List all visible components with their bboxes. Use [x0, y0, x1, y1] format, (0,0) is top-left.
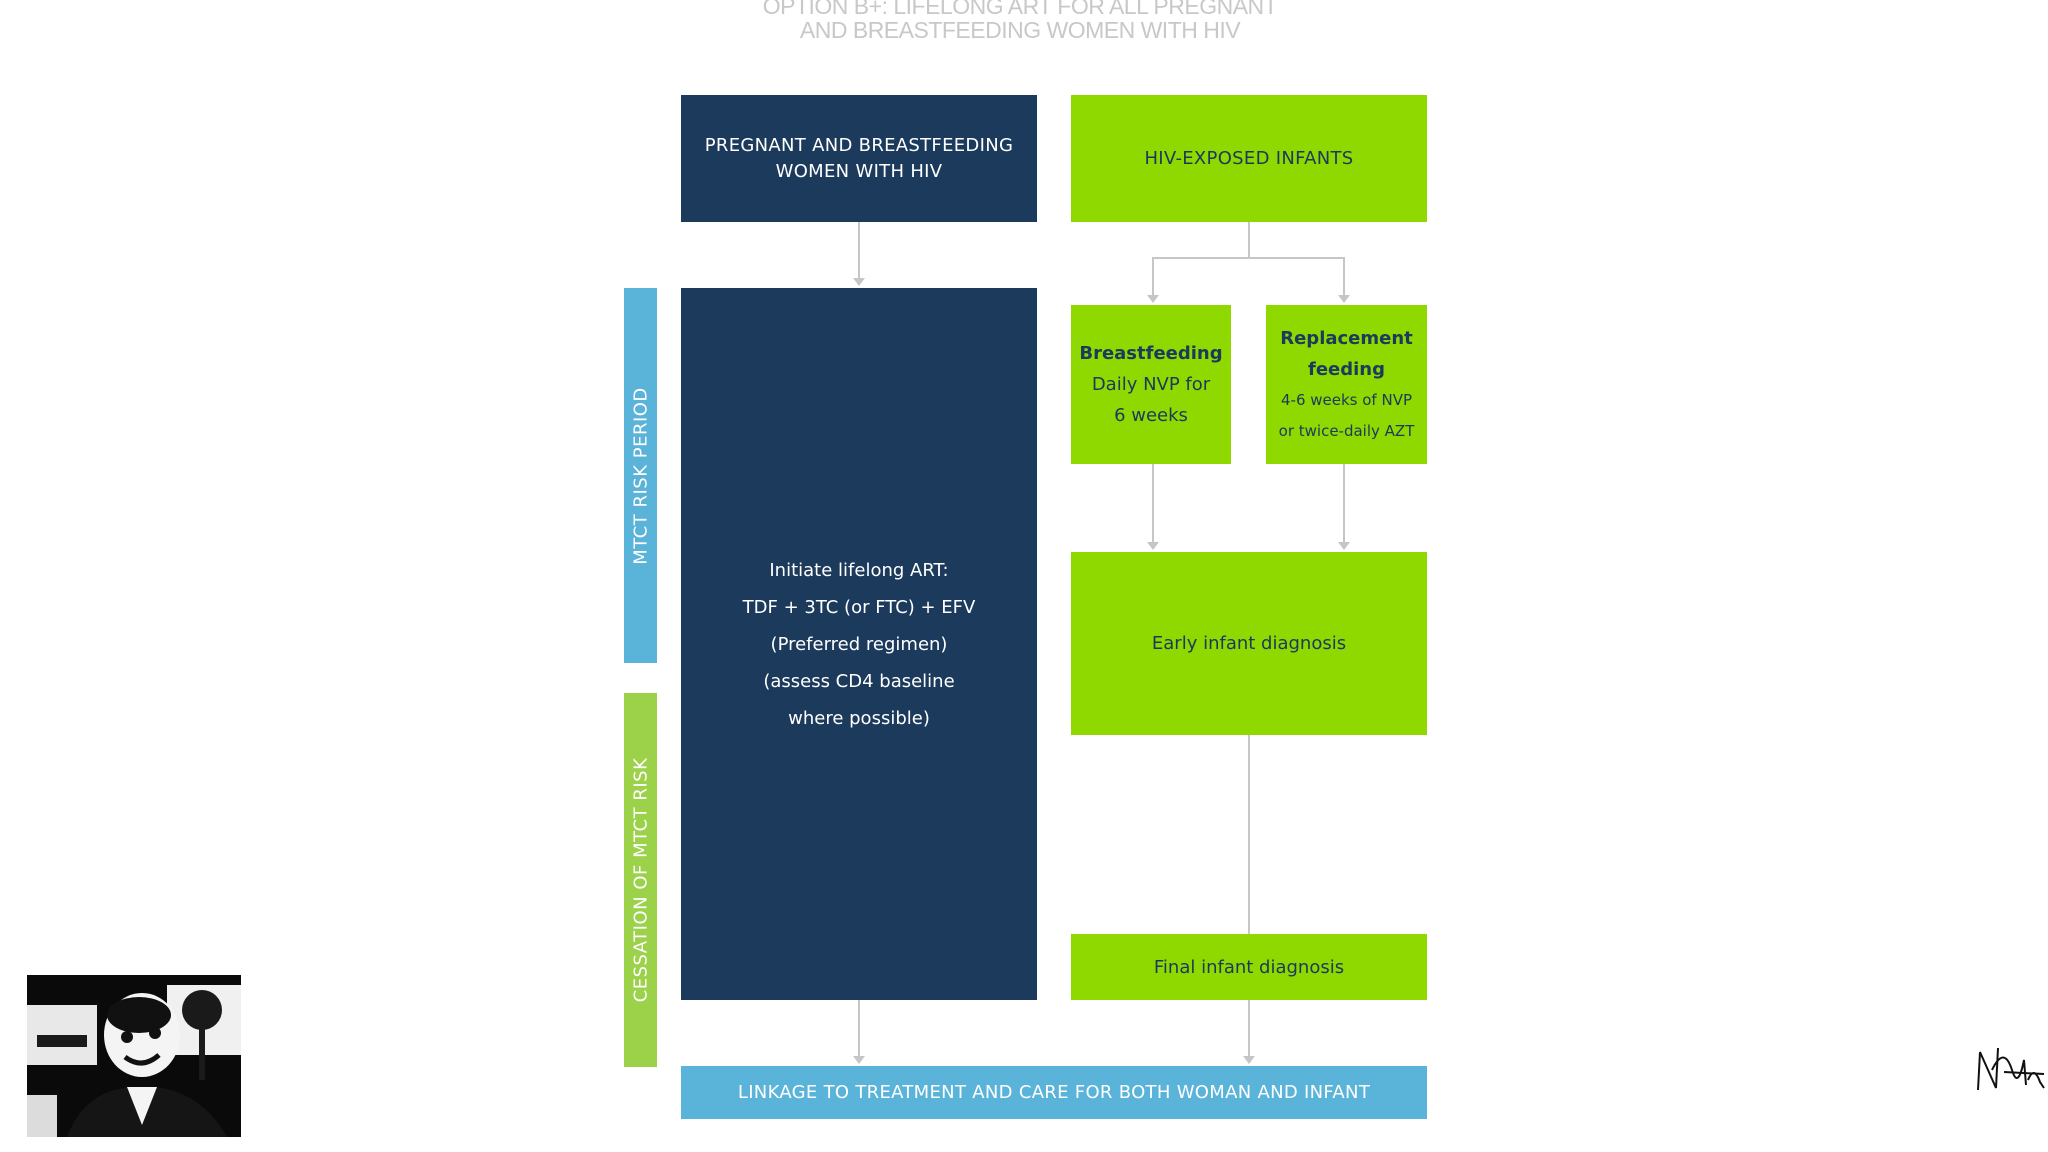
diagram-title: OPTION B+: LIFELONG ART FOR ALL PREGNANT… [700, 0, 1340, 42]
diagram-title-line1: OPTION B+: LIFELONG ART FOR ALL PREGNANT [762, 0, 1278, 19]
replacement-feeding-box: Replacement feeding 4-6 weeks of NVP or … [1266, 305, 1427, 464]
connector-infants-split [1152, 257, 1345, 259]
connector-to-breastfeeding [1152, 257, 1154, 295]
women-header-line2: WOMEN WITH HIV [775, 160, 943, 182]
arrow-final-to-linkage [1243, 1056, 1255, 1064]
replacement-title-line2: feeding [1307, 358, 1385, 380]
breastfeeding-line2: 6 weeks [1114, 405, 1188, 426]
cessation-mtct-risk-label: CESSATION OF MTCT RISK [630, 757, 651, 1003]
connector-final-to-linkage [1248, 1000, 1250, 1056]
early-infant-diagnosis-label: Early infant diagnosis [1151, 633, 1347, 654]
early-infant-diagnosis-box: Early infant diagnosis [1071, 552, 1427, 735]
art-line1: Initiate lifelong ART: [769, 559, 949, 581]
signature-icon [1977, 1047, 2045, 1091]
connector-infants-header-down [1248, 222, 1250, 258]
arrow-art-to-linkage [853, 1056, 865, 1064]
connector-breastfeeding-to-early [1152, 464, 1154, 542]
art-line2: TDF + 3TC (or FTC) + EFV [742, 596, 976, 618]
breastfeeding-box: Breastfeeding Daily NVP for 6 weeks [1071, 305, 1231, 464]
arrow-to-replacement [1338, 295, 1350, 303]
connector-replacement-to-early [1343, 464, 1345, 542]
replacement-line2: or twice-daily AZT [1278, 421, 1415, 440]
breastfeeding-title: Breastfeeding [1079, 343, 1223, 364]
replacement-title-line1: Replacement [1280, 327, 1413, 349]
signature-mark [1974, 1040, 2046, 1100]
diagram-title-line2: AND BREASTFEEDING WOMEN WITH HIV [799, 17, 1241, 43]
presenter-silhouette-icon [27, 975, 241, 1137]
arrow-to-breastfeeding [1147, 295, 1159, 303]
connector-to-replacement [1343, 257, 1345, 295]
art-line5: where possible) [788, 707, 930, 729]
final-infant-diagnosis-label: Final infant diagnosis [1153, 956, 1345, 978]
linkage-box: LINKAGE TO TREATMENT AND CARE FOR BOTH W… [681, 1066, 1427, 1119]
infants-header-label: HIV-EXPOSED INFANTS [1144, 148, 1354, 169]
presenter-webcam-image [27, 975, 241, 1137]
lifelong-art-box: Initiate lifelong ART: TDF + 3TC (or FTC… [681, 288, 1037, 1000]
mtct-risk-period-bar: MTCT RISK PERIOD [624, 288, 657, 663]
linkage-label: LINKAGE TO TREATMENT AND CARE FOR BOTH W… [737, 1082, 1371, 1103]
connector-art-to-linkage [858, 1000, 860, 1056]
art-line4: (assess CD4 baseline [763, 670, 955, 692]
cessation-mtct-risk-bar: CESSATION OF MTCT RISK [624, 693, 657, 1067]
infants-header-box: HIV-EXPOSED INFANTS [1071, 95, 1427, 222]
arrow-women-header-to-art [853, 278, 865, 286]
art-line3: (Preferred regimen) [770, 633, 948, 655]
arrow-replacement-to-early [1338, 542, 1350, 550]
connector-women-header-to-art [858, 222, 860, 278]
breastfeeding-line1: Daily NVP for [1091, 374, 1211, 395]
mtct-risk-period-label: MTCT RISK PERIOD [630, 386, 651, 565]
replacement-line1: 4-6 weeks of NVP [1280, 390, 1412, 409]
final-infant-diagnosis-box: Final infant diagnosis [1071, 934, 1427, 1000]
women-header-box: PREGNANT AND BREASTFEEDING WOMEN WITH HI… [681, 95, 1037, 222]
women-header-line1: PREGNANT AND BREASTFEEDING [704, 134, 1014, 156]
arrow-breastfeeding-to-early [1147, 542, 1159, 550]
connector-early-to-final [1248, 735, 1250, 934]
